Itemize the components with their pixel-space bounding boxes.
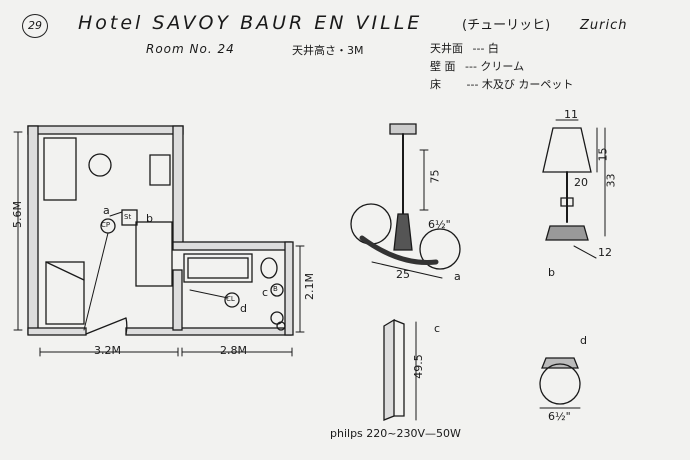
globe bbox=[539, 363, 581, 405]
dimension-bath: 2.1M bbox=[302, 273, 316, 300]
wardrobe bbox=[43, 137, 77, 201]
bath-wall-right bbox=[284, 241, 294, 336]
fixture-a-width: 25 bbox=[396, 268, 410, 281]
globe-right bbox=[419, 228, 461, 270]
city-kana: (チューリッヒ) bbox=[462, 18, 551, 33]
fixture-d-label: d bbox=[580, 334, 587, 347]
round-table bbox=[88, 153, 112, 177]
bath-wall-top bbox=[172, 241, 292, 251]
socket-symbol bbox=[276, 321, 286, 331]
bed-left bbox=[45, 261, 85, 325]
globe-cap bbox=[541, 357, 579, 369]
wall-left bbox=[27, 125, 39, 335]
canopy bbox=[389, 123, 417, 135]
fixture-d-size: 6½" bbox=[548, 410, 571, 423]
arm bbox=[359, 235, 439, 265]
dimension-width-left: 3.2M bbox=[94, 344, 121, 357]
floor-plan bbox=[13, 125, 305, 357]
fixture-a-globe: 6½" bbox=[428, 218, 451, 231]
ceiling-height: 天井高さ・3M bbox=[292, 44, 364, 57]
fixture-c-tube bbox=[383, 318, 417, 421]
wall-bottom-right bbox=[125, 327, 292, 336]
finish-wall: 壁 面 --- クリーム bbox=[430, 58, 524, 74]
bath-wall-left bbox=[172, 269, 183, 331]
symbol-cp: CP bbox=[101, 221, 111, 229]
lamp-spec-footnote: philps 220~230V—50W bbox=[330, 427, 461, 440]
fixture-c-label: c bbox=[434, 322, 441, 335]
bracket-light-symbol-1 bbox=[270, 283, 284, 297]
fixture-a-label: a bbox=[454, 270, 461, 283]
plan-label-a: a bbox=[103, 204, 110, 217]
plan-label-d: d bbox=[240, 302, 247, 315]
fixture-b-height-total: 33 bbox=[604, 173, 618, 188]
chair bbox=[149, 154, 171, 186]
tube-light bbox=[383, 318, 395, 421]
room-number: Room No. 24 bbox=[146, 42, 235, 56]
fixture-b-base: 12 bbox=[598, 246, 612, 259]
toilet bbox=[260, 257, 278, 279]
fixture-a-pendant bbox=[350, 123, 461, 279]
wall-right-upper bbox=[172, 125, 184, 245]
fixture-b-lamp bbox=[542, 119, 606, 259]
finish-floor: 床 --- 木及び カーペット bbox=[430, 76, 573, 92]
symbol-st: St bbox=[124, 213, 132, 221]
fixture-d-globe bbox=[539, 357, 581, 409]
dimension-height: 5.6M bbox=[10, 201, 24, 228]
fixture-b-label: b bbox=[548, 266, 555, 279]
bathtub bbox=[183, 253, 253, 283]
tassel bbox=[393, 213, 413, 251]
finish-ceiling: 天井面 --- 白 bbox=[430, 40, 499, 56]
wall-top bbox=[27, 125, 184, 135]
wall-bottom-left bbox=[27, 327, 87, 336]
plan-label-c: c bbox=[262, 286, 269, 299]
hotel-title: Hotel SAVOY BAUR EN VILLE bbox=[78, 12, 423, 34]
plan-label-b: b bbox=[146, 212, 153, 225]
symbol-cl: CL bbox=[226, 295, 235, 303]
dimension-width-right: 2.8M bbox=[220, 344, 247, 357]
stand-lamp-symbol bbox=[121, 209, 138, 226]
city-name: Zurich bbox=[580, 18, 628, 33]
finish-surface: 壁 面 bbox=[430, 60, 456, 73]
finish-surface: 天井面 bbox=[430, 42, 463, 55]
bed-right bbox=[135, 221, 173, 287]
fixture-b-shade-top: 11 bbox=[564, 108, 578, 121]
ceiling-light-symbol bbox=[224, 292, 240, 308]
door-entry bbox=[85, 317, 127, 335]
fixture-c-length: 49.5 bbox=[411, 354, 425, 379]
finish-material: --- クリーム bbox=[465, 60, 525, 73]
fixture-b-shade-diameter: 20 bbox=[574, 176, 588, 189]
finish-material: --- 白 bbox=[472, 42, 499, 55]
finish-surface: 床 bbox=[430, 78, 441, 91]
globe-left bbox=[350, 203, 392, 245]
page-number: 29 bbox=[22, 14, 48, 38]
symbol-b: B bbox=[273, 285, 278, 293]
fixture-b-shade-height: 15 bbox=[596, 147, 610, 162]
lamp-base bbox=[545, 225, 589, 241]
finish-material: --- 木及び カーペット bbox=[466, 78, 574, 91]
fixture-a-height: 75 bbox=[428, 169, 442, 184]
lamp-shade bbox=[542, 127, 592, 173]
